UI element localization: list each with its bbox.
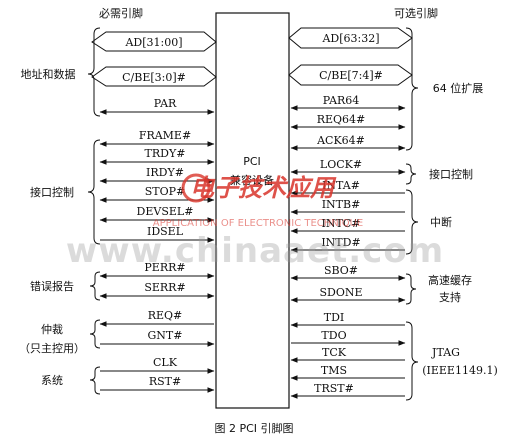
signal-lock: LOCK# (320, 158, 362, 171)
signal-intc: INTC# (322, 217, 361, 230)
group-label-interrupts: 中断 (430, 215, 452, 229)
group-label-interface-control-right: 接口控制 (429, 167, 473, 181)
signal-ack64: ACK64# (316, 134, 365, 147)
left-heading: 必需引脚 (99, 6, 143, 20)
group-label-address-data: 地址和数据 (21, 67, 76, 81)
pci-device-box (215, 12, 290, 409)
signal-req: REQ# (148, 309, 183, 322)
group-label-cache-support: 高速缓存 (428, 273, 472, 287)
group-label-error-reporting: 错误报告 (30, 279, 74, 293)
group-label-jtag-standard: (IEEE1149.1) (422, 364, 498, 377)
brace-arbitration (89, 319, 101, 349)
brace-interface-control-right (405, 163, 417, 185)
signal-par: PAR (154, 97, 177, 110)
watermark-logo-icon (181, 173, 211, 203)
group-label-arbitration-note: （只主控用） (19, 341, 85, 355)
signal-trst: TRST# (314, 382, 354, 395)
bus-arrow-cbe30 (91, 66, 217, 87)
group-label-64bit-extension: 64 位扩展 (433, 81, 484, 95)
brace-cache-support (405, 273, 417, 305)
bus-arrow-ad31 (91, 31, 217, 52)
signal-idsel: IDSEL (147, 225, 184, 238)
signal-ad31: AD[31:00] (124, 36, 182, 49)
signal-tck: TCK (322, 346, 347, 359)
device-label-line1: PCI (243, 155, 261, 168)
signal-serr: SERR# (144, 281, 185, 294)
watermark-url: www.chinaaet.com (66, 231, 444, 271)
signal-tdo: TDO (321, 329, 346, 342)
group-label-cache-support-line2: 支持 (439, 290, 461, 304)
brace-interrupts (405, 189, 419, 255)
signal-rst: RST# (149, 375, 181, 388)
signal-inta: INTA# (322, 179, 360, 192)
signal-intd: INTD# (321, 236, 360, 249)
signal-devsel: DEVSEL# (137, 205, 194, 218)
signal-clk: CLK (153, 356, 178, 369)
signal-irdy: IRDY# (146, 166, 184, 179)
signal-ad63: AD[63:32] (321, 32, 379, 45)
signal-tdi: TDI (324, 311, 345, 324)
brace-address-data (87, 27, 101, 117)
device-label-line2: 兼容设备 (230, 173, 274, 187)
right-heading: 可选引脚 (394, 6, 438, 20)
signal-cbe74: C/BE[7:4]# (319, 69, 383, 82)
watermark-logo-text: 电子技术应用 (190, 173, 337, 202)
group-label-interface-control-left: 接口控制 (30, 185, 74, 199)
signal-tms: TMS (321, 364, 347, 377)
signal-sdone: SDONE (319, 286, 362, 299)
group-label-system: 系统 (41, 374, 63, 387)
signal-sbo: SBO# (324, 264, 358, 277)
brace-64bit-extension (405, 27, 419, 151)
group-label-jtag: JTAG (431, 346, 460, 359)
watermark-tagline: APPLICATION OF ELECTRONIC TECHNIQUE (153, 218, 363, 229)
signal-req64: REQ64# (317, 113, 366, 126)
signal-stop: STOP# (145, 185, 186, 198)
signal-intb: INTB# (322, 198, 361, 211)
signal-trdy: TRDY# (145, 147, 186, 160)
signal-frame: FRAME# (139, 129, 191, 142)
brace-jtag (405, 321, 419, 401)
signal-gnt: GNT# (148, 329, 183, 342)
group-label-arbitration: 仲裁 (41, 322, 63, 336)
signal-cbe30: C/BE[3:0]# (122, 71, 186, 84)
brace-system (89, 366, 101, 395)
signal-par64: PAR64 (323, 94, 360, 107)
brace-error-reporting (89, 271, 101, 301)
figure-caption: 图 2 PCI 引脚图 (214, 421, 293, 435)
signal-perr: PERR# (144, 261, 185, 274)
brace-interface-control-left (87, 139, 101, 245)
watermark: 电子技术应用 APPLICATION OF ELECTRONIC TECHNIQ… (66, 173, 444, 271)
